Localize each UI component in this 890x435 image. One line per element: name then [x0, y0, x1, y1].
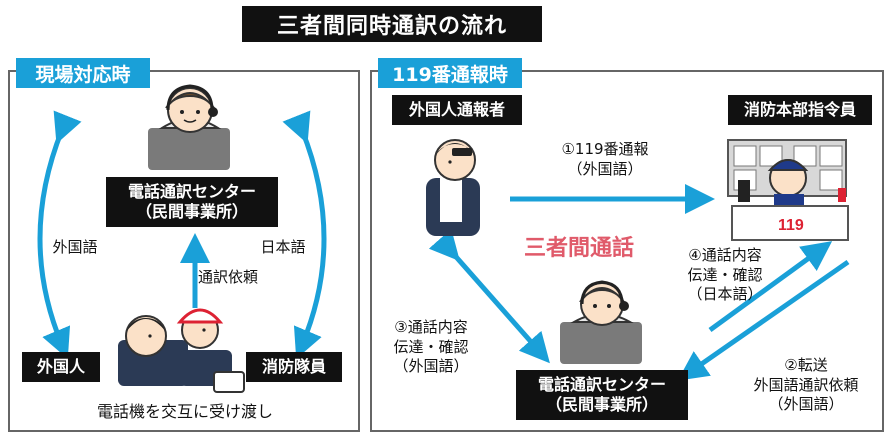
foreign-language-label: 外国語: [52, 238, 98, 256]
operator-icon-2: [560, 280, 642, 364]
onsite-interpreter-center-label: 電話通訳センター （民間事業所）: [106, 177, 278, 227]
call-center-line1: 電話通訳センター: [537, 375, 666, 394]
foreigner-label: 外国人: [22, 352, 100, 382]
onsite-center-line2: （民間事業所）: [135, 202, 248, 221]
japanese-language-arrow: [282, 110, 327, 359]
step2-line1: ②転送: [784, 356, 828, 374]
step3-line3: （外国語）: [393, 357, 469, 375]
handover-caption: 電話機を交互に受け渡し: [96, 402, 273, 421]
transfer-arrow: [677, 259, 850, 381]
call-center-line2: （民間事業所）: [545, 395, 658, 414]
caller-interpreter-arrow: [428, 228, 550, 364]
step1-line2: （外国語）: [567, 159, 643, 178]
step2-line3: （外国語）: [768, 395, 844, 413]
dispatcher-label: 消防本部指令員: [728, 95, 872, 125]
step2-line2: 外国語通訳依頼: [753, 375, 859, 394]
foreigner-firefighter-icon: [118, 308, 245, 393]
desk-sign: 119: [778, 217, 804, 234]
japanese-language-label: 日本語: [260, 238, 306, 256]
onsite-panel-tag: 現場対応時: [16, 58, 150, 88]
operator-icon: [148, 84, 230, 170]
caller-icon: [426, 139, 480, 236]
step3-label: ③通話内容 伝達・確認 （外国語）: [376, 318, 486, 377]
foreign-language-arrow: [37, 110, 82, 359]
three-way-call-label: 三者間通話: [524, 236, 635, 261]
report-to-dispatcher-arrow: [708, 241, 833, 333]
caller-label: 外国人通報者: [392, 95, 522, 125]
interpretation-request-label: 通訳依頼: [198, 268, 259, 286]
step2-label: ②転送 外国語通訳依頼 （外国語）: [736, 356, 876, 415]
onsite-center-line1: 電話通訳センター: [127, 182, 256, 201]
step4-line2: 伝達・確認: [687, 265, 763, 284]
call-interpreter-center-label: 電話通訳センター （民間事業所）: [516, 370, 688, 420]
firefighter-label: 消防隊員: [246, 352, 342, 382]
step3-line1: ③通話内容: [394, 318, 468, 336]
step4-label: ④通話内容 伝達・確認 （日本語）: [672, 246, 778, 305]
step1-line1: ①119番通報: [561, 140, 649, 158]
dispatcher-icon: [727, 139, 849, 241]
step4-line1: ④通話内容: [688, 246, 762, 264]
step3-line2: 伝達・確認: [393, 337, 469, 356]
emergency-call-panel-tag: 119番通報時: [378, 58, 522, 88]
diagram-title: 三者間同時通訳の流れ: [242, 6, 542, 42]
step4-line3: （日本語）: [687, 285, 763, 303]
step1-label: ①119番通報 （外国語）: [540, 140, 670, 179]
